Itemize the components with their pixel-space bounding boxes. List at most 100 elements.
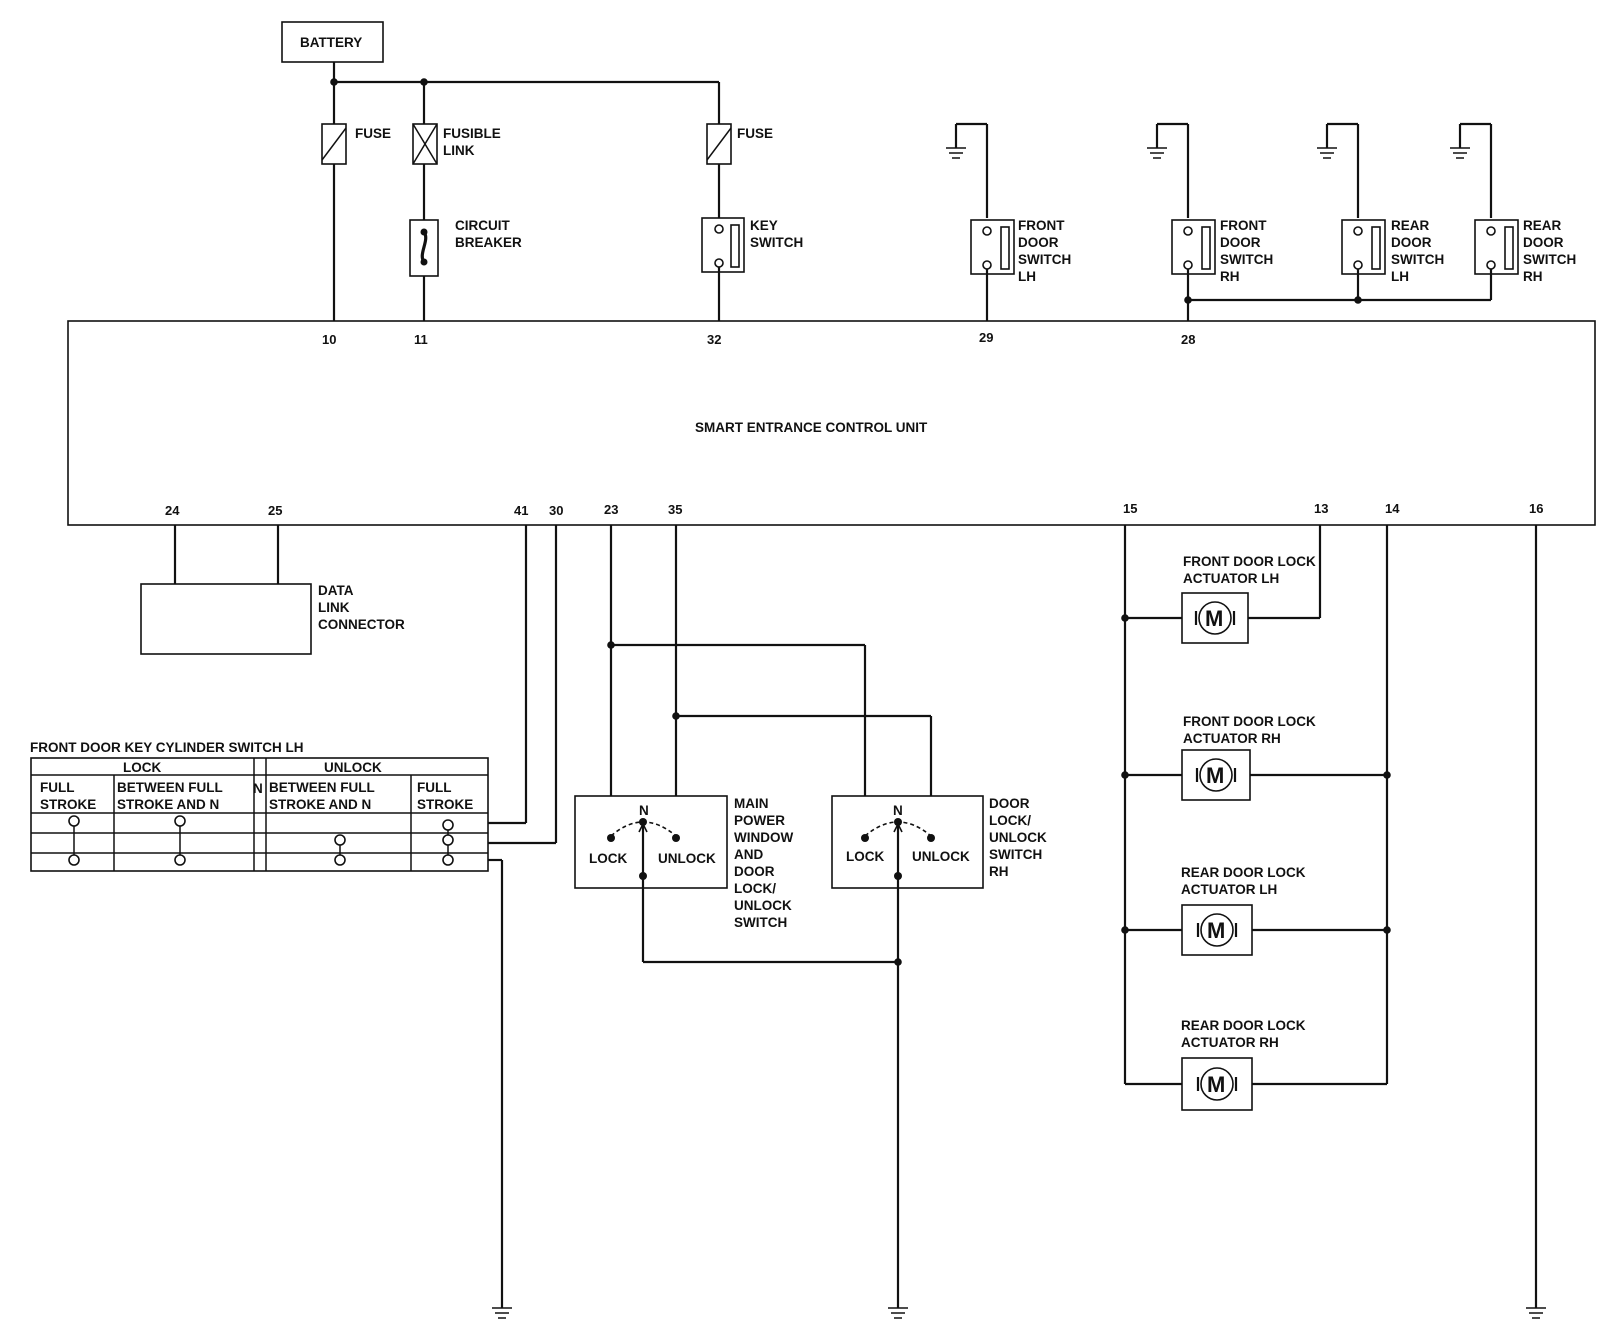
actuator-rl-label-2: ACTUATOR LH [1181,882,1277,897]
actuator-fl-label-2: ACTUATOR LH [1183,571,1279,586]
table-unlock-header: UNLOCK [324,760,382,775]
main-switch-label-2: POWER [734,813,785,828]
rear-door-switch-lh-label-3: SWITCH [1391,252,1444,267]
table-between-2-a: BETWEEN FULL [269,780,375,795]
rear-door-lock-actuator-lh: REAR DOOR LOCK ACTUATOR LH M [1181,865,1306,956]
door-switch-bus [1184,296,1491,304]
data-link-connector: DATA LINK CONNECTOR [140,525,405,655]
circuit-breaker-label-1: CIRCUIT [455,218,510,233]
rear-door-switch-lh-label-1: REAR [1391,218,1430,233]
front-door-lock-actuator-lh: FRONT DOOR LOCK ACTUATOR LH M [1181,554,1316,644]
actuator-fr-label-2: ACTUATOR RH [1183,731,1281,746]
front-door-switch-rh: FRONT DOOR SWITCH RH [1147,122,1273,321]
table-between-1-b: STROKE AND N [117,797,219,812]
key-cylinder-wires [488,525,558,1319]
rh-switch-label-1: DOOR [989,796,1030,811]
pin-23: 23 [604,502,618,517]
rear-door-lock-actuator-rh: REAR DOOR LOCK ACTUATOR RH M [1181,1018,1306,1111]
main-switch-label-3: WINDOW [734,830,793,845]
pin-16-ground [1526,525,1546,1319]
fuse-2: FUSE [706,123,773,218]
pin-29: 29 [979,330,993,345]
rear-door-switch-lh: REAR DOOR SWITCH LH [1317,122,1444,300]
rh-switch-label-4: SWITCH [989,847,1042,862]
main-switch-label-8: SWITCH [734,915,787,930]
actuator-rr-label-1: REAR DOOR LOCK [1181,1018,1306,1033]
front-door-switch-lh-label-1: FRONT [1018,218,1065,233]
table-full-stroke-1-b: STROKE [40,797,96,812]
table-lock-header: LOCK [123,760,161,775]
pin-13: 13 [1314,501,1328,516]
rear-door-switch-lh-label-4: LH [1391,269,1409,284]
supply-bus [330,62,721,124]
key-switch: KEY SWITCH [701,217,803,321]
front-door-switch-rh-label-2: DOOR [1220,235,1261,250]
table-full-stroke-2-b: STROKE [417,797,473,812]
fuse-1: FUSE [321,82,391,321]
pin-41: 41 [514,503,528,518]
rear-door-switch-rh-label-4: RH [1523,269,1543,284]
rh-switch-lock: LOCK [846,849,884,864]
key-switch-label-1: KEY [750,218,778,233]
table-full-stroke-2-a: FULL [417,780,452,795]
front-door-lock-actuator-rh: FRONT DOOR LOCK ACTUATOR RH M [1181,714,1316,801]
actuator-fl-motor: M [1205,606,1223,631]
fuse-2-label: FUSE [737,126,773,141]
pin-32: 32 [707,332,721,347]
table-between-2-b: STROKE AND N [269,797,371,812]
front-door-switch-lh-label-4: LH [1018,269,1036,284]
rear-door-switch-rh: REAR DOOR SWITCH RH [1450,122,1576,300]
table-n-header: N [253,781,263,796]
rh-switch-n: N [893,803,903,818]
front-door-switch-rh-label-3: SWITCH [1220,252,1273,267]
front-door-switch-lh-label-3: SWITCH [1018,252,1071,267]
pin-35: 35 [668,502,682,517]
actuator-rr-label-2: ACTUATOR RH [1181,1035,1279,1050]
rear-door-switch-rh-label-1: REAR [1523,218,1562,233]
pin-11: 11 [414,332,428,347]
lock-unlock-wiring [607,525,933,836]
data-link-connector-label-1: DATA [318,583,354,598]
main-switch-label-4: AND [734,847,763,862]
main-switch-lock: LOCK [589,851,627,866]
table-full-stroke-1-a: FULL [40,780,75,795]
front-door-switch-rh-label-4: RH [1220,269,1240,284]
actuator-fr-label-1: FRONT DOOR LOCK [1183,714,1316,729]
circuit-breaker: CIRCUIT BREAKER [409,218,522,321]
data-link-connector-label-2: LINK [318,600,350,615]
fuse-1-label: FUSE [355,126,391,141]
actuator-fl-label-1: FRONT DOOR LOCK [1183,554,1316,569]
actuator-fr-motor: M [1206,763,1224,788]
rear-door-switch-rh-label-3: SWITCH [1523,252,1576,267]
table-between-1-a: BETWEEN FULL [117,780,223,795]
rh-switch-unlock: UNLOCK [912,849,970,864]
circuit-breaker-label-2: BREAKER [455,235,522,250]
rear-door-switch-rh-label-2: DOOR [1523,235,1564,250]
actuator-wiring [1121,525,1391,1086]
actuator-rl-motor: M [1207,918,1225,943]
pin-14: 14 [1385,501,1400,516]
smart-entrance-control-unit: SMART ENTRANCE CONTROL UNIT 10 11 32 29 … [67,320,1596,526]
key-switch-label-2: SWITCH [750,235,803,250]
actuator-rl-label-1: REAR DOOR LOCK [1181,865,1306,880]
main-switch-label-5: DOOR [734,864,775,879]
rh-switch-label-3: UNLOCK [989,830,1047,845]
rear-door-switch-lh-label-2: DOOR [1391,235,1432,250]
battery-label: BATTERY [300,35,362,50]
main-switch-n: N [639,803,649,818]
front-door-switch-rh-label-1: FRONT [1220,218,1267,233]
data-link-connector-label-3: CONNECTOR [318,617,405,632]
pin-28: 28 [1181,332,1195,347]
pin-25: 25 [268,503,282,518]
pin-15: 15 [1123,501,1137,516]
fusible-link: FUSIBLE LINK [412,123,501,220]
main-switch-label-7: UNLOCK [734,898,792,913]
main-switch-label-1: MAIN [734,796,769,811]
pin-30: 30 [549,503,563,518]
door-lock-unlock-switch-rh: N LOCK UNLOCK DOOR LOCK/ UNLOCK SWITCH R… [831,795,1047,889]
pin-10: 10 [322,332,336,347]
fusible-link-label-1: FUSIBLE [443,126,501,141]
main-switch-unlock: UNLOCK [658,851,716,866]
control-unit-label: SMART ENTRANCE CONTROL UNIT [695,420,928,435]
